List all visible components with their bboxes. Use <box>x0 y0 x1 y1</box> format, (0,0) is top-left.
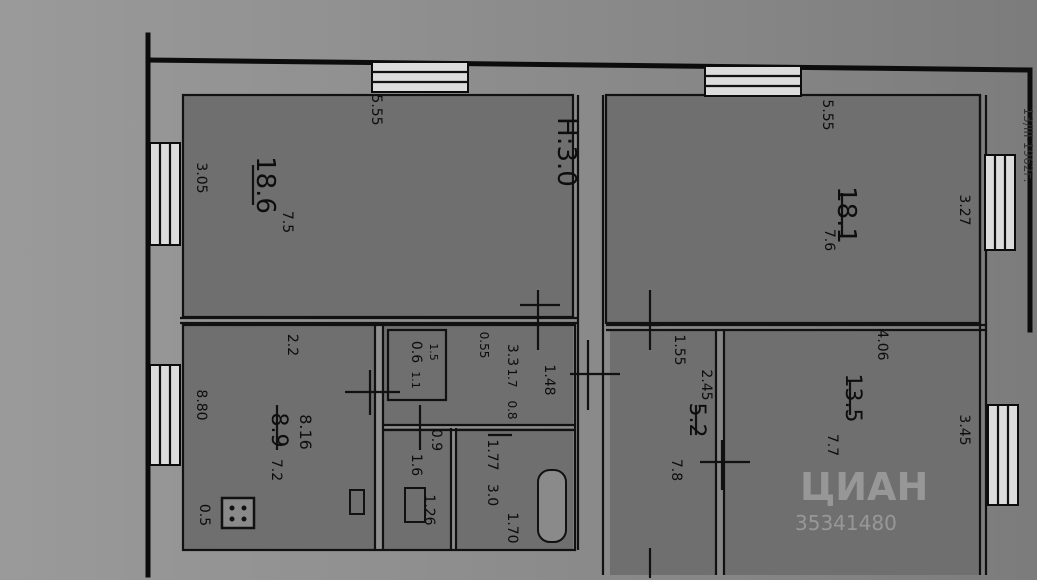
room-top-left-side-dim: 3.05 <box>193 162 209 193</box>
toilet-icon <box>404 487 426 523</box>
watermark: ЦИАН 35341480 <box>795 465 928 535</box>
sink-icon <box>349 489 365 515</box>
stove-icon <box>220 496 256 530</box>
storage-dim2: 1.1 <box>409 371 422 389</box>
room-top-right-dim: 7.6 <box>821 229 837 251</box>
toilet-area-label: 1.6 <box>408 454 424 476</box>
bathtub-icon <box>537 469 567 543</box>
window-right-bottom <box>987 404 1019 506</box>
hall-dim: 0.55 <box>477 332 491 359</box>
corridor-area <box>610 330 716 575</box>
room-top-right-top-dim: 5.55 <box>819 99 835 130</box>
bathroom-dim: 1.77 <box>484 439 500 470</box>
outer-wall-top <box>145 57 1033 73</box>
window-left-bottom <box>149 364 181 466</box>
stamp-label: 13/III-1962г. <box>1021 108 1035 183</box>
bathroom-area-label: 3.0 <box>484 484 500 506</box>
room-bottom-right-top-dim: 4.06 <box>874 329 890 360</box>
window-left-top <box>149 142 181 246</box>
kitchen-area-label: 8.9 <box>266 413 291 448</box>
room-bottom-right-area-label: 13.5 <box>840 374 865 423</box>
watermark-id: 35341480 <box>795 511 897 535</box>
room-top-left-area <box>183 95 573 317</box>
ceiling-height-label: H:3.0 <box>551 117 581 187</box>
toilet-dim: 0.9 <box>428 429 444 451</box>
bathroom-dim2: 1.70 <box>504 512 520 543</box>
room-top-right-area-label: 18.1 <box>831 186 861 244</box>
window-top-right <box>704 65 802 97</box>
toilet-dim2: 1.26 <box>421 494 437 525</box>
room-top-left-area-label: 18.6 <box>250 156 280 214</box>
hall-area-label: 3.3 <box>504 344 520 366</box>
room-bottom-right-side-dim: 3.45 <box>956 414 972 445</box>
storage-dim: 1.5 <box>427 343 440 361</box>
room-top-right-area <box>606 95 980 323</box>
stove-dim: 0.5 <box>196 504 212 526</box>
kitchen-area <box>183 325 375 550</box>
kitchen-area2-label: 8.16 <box>296 414 315 450</box>
corridor-dim3: 7.8 <box>668 459 684 481</box>
corridor-dim: 1.55 <box>671 334 687 365</box>
room-bottom-right-dim: 7.7 <box>824 434 840 456</box>
watermark-text: ЦИАН <box>800 465 928 509</box>
hall-dim4: 0.8 <box>505 400 519 419</box>
hall-dim2: 1.48 <box>541 364 557 395</box>
window-top-left <box>371 61 469 93</box>
room-top-left-dim: 7.5 <box>279 211 295 233</box>
window-right-top <box>984 154 1016 251</box>
hall-area <box>383 325 573 425</box>
hall-dim3: 1.7 <box>505 368 519 387</box>
kitchen-dim: 7.2 <box>268 459 284 481</box>
room-top-left-top-dim: 5.55 <box>368 94 384 125</box>
corridor-area-label: 5.2 <box>684 403 709 438</box>
wall-lower-left-block <box>181 323 577 552</box>
room-top-right-side-dim: 3.27 <box>956 194 972 225</box>
corridor-dim2: 2.45 <box>698 369 714 400</box>
kitchen-side-dim: 8.80 <box>193 389 209 420</box>
wall-storage <box>386 328 448 402</box>
kitchen-top-dim: 2.2 <box>284 334 300 356</box>
room-bottom-right-area <box>724 330 980 575</box>
storage-area-label: 0.6 <box>408 341 424 363</box>
